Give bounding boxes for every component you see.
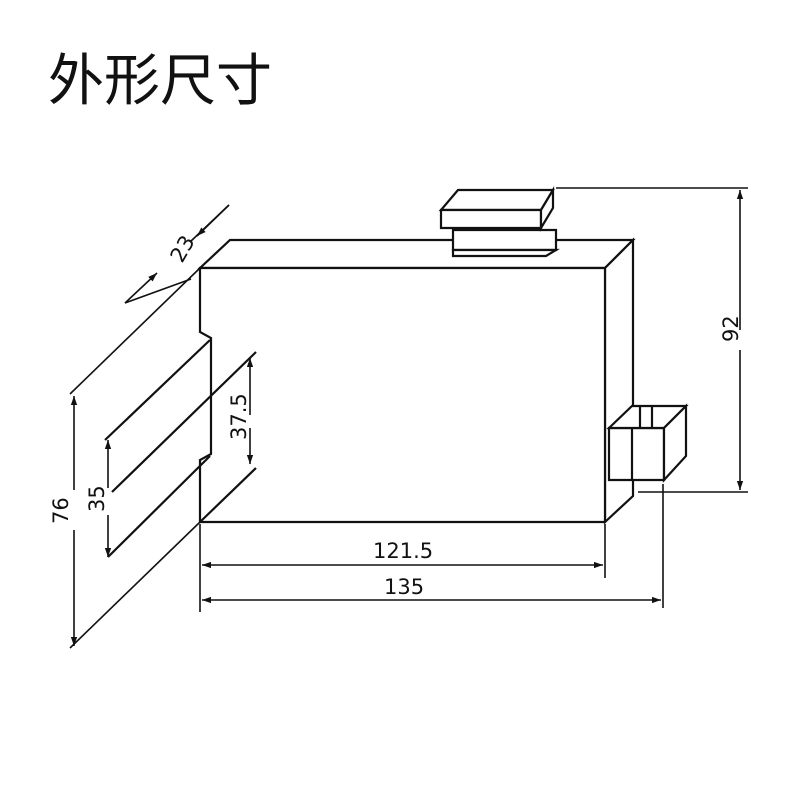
top-connector [438, 186, 560, 258]
device-body [197, 237, 636, 525]
rail-height-label: 37.5 [227, 393, 251, 440]
rail-width-dimension: 35 [85, 440, 112, 557]
body-width-label: 121.5 [373, 539, 433, 563]
din-rail-outline [104, 339, 257, 558]
total-height-dimension: 92 [556, 187, 748, 493]
total-width-label: 135 [384, 575, 424, 599]
page-title: 外形尺寸 [48, 49, 272, 114]
rail-height-dimension: 37.5 [227, 358, 254, 464]
total-height-label: 92 [719, 315, 743, 342]
side-height-dimension: 76 [49, 396, 78, 646]
side-connector [606, 403, 689, 483]
side-height-label: 76 [49, 497, 73, 524]
rail-width-label: 35 [85, 485, 109, 512]
width-dimensions: 121.5 135 [199, 484, 664, 612]
